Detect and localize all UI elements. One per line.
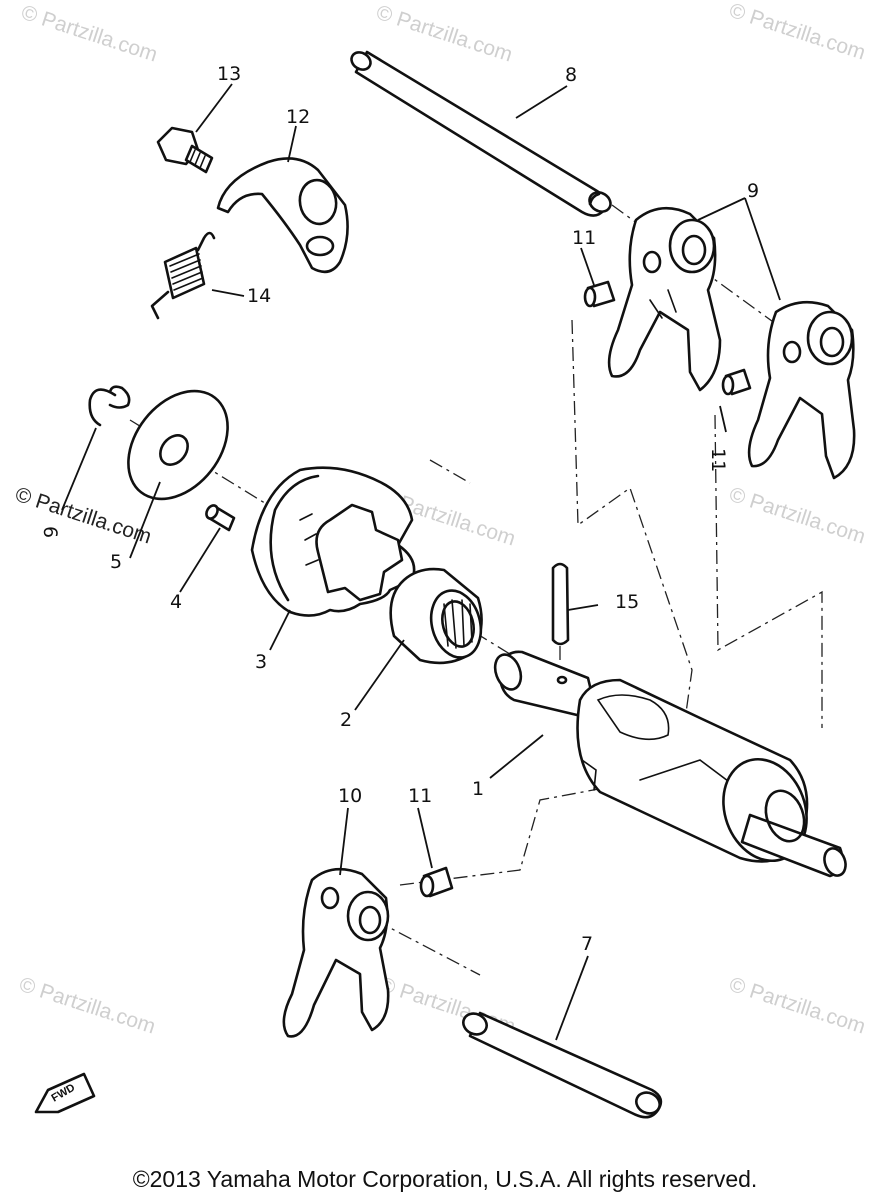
- callout-10: 10: [338, 785, 362, 807]
- watermark: © Partzilla.com: [373, 1, 515, 67]
- stopper-lever: [216, 157, 349, 274]
- callout-6: 6: [39, 526, 61, 538]
- shift-fork-guide-bar-lower: [462, 1011, 663, 1119]
- watermark: © Partzilla.com: [12, 483, 154, 549]
- callout-15: 15: [615, 591, 639, 613]
- washer: [127, 389, 229, 501]
- callout-11: 11: [707, 448, 729, 472]
- callout-14: 14: [247, 285, 271, 307]
- watermark: © Partzilla.com: [18, 1, 160, 67]
- bolt: [156, 126, 214, 174]
- callout-11: 11: [572, 227, 596, 249]
- watermark: © Partzilla.com: [726, 483, 868, 549]
- watermark: © Partzilla.com: [726, 973, 868, 1039]
- callout-7: 7: [581, 933, 593, 955]
- shift-fork-lower: [282, 867, 390, 1038]
- assembly-lines: [129, 204, 823, 976]
- needle-bearing: [389, 567, 483, 665]
- watermark: © Partzilla.com: [16, 973, 158, 1039]
- circlip: [88, 385, 131, 427]
- callout-5: 5: [110, 551, 122, 573]
- shift-fork-upper-b: [747, 300, 856, 480]
- roller-pin: [419, 866, 454, 898]
- roller-pin: [583, 280, 616, 308]
- callout-11: 11: [408, 785, 432, 807]
- callout-3: 3: [255, 651, 267, 673]
- callouts: 13 12 14 8 9 11 11 6 5 4 3 2 15 1 10 11 …: [39, 63, 759, 955]
- shift-fork-guide-bar-upper: [350, 50, 612, 217]
- callout-12: 12: [286, 106, 310, 128]
- drum-pin: [551, 562, 570, 646]
- callout-1: 1: [472, 778, 484, 800]
- dowel-pin: [205, 504, 236, 532]
- shift-cam-drum: [493, 650, 847, 878]
- callout-9: 9: [747, 180, 759, 202]
- callout-4: 4: [170, 591, 182, 613]
- copyright-notice: ©2013 Yamaha Motor Corporation, U.S.A. A…: [133, 1166, 758, 1192]
- callout-13: 13: [217, 63, 241, 85]
- callout-2: 2: [340, 709, 352, 731]
- callout-8: 8: [565, 64, 577, 86]
- watermark: © Partzilla.com: [726, 0, 868, 64]
- shift-cam-segment: [250, 466, 416, 617]
- torsion-spring: [150, 231, 216, 320]
- roller-pin: [721, 368, 752, 396]
- shift-fork-upper-a: [607, 206, 722, 392]
- leader-lines: [61, 83, 781, 1041]
- forward-direction-arrow: FWD: [34, 1072, 96, 1114]
